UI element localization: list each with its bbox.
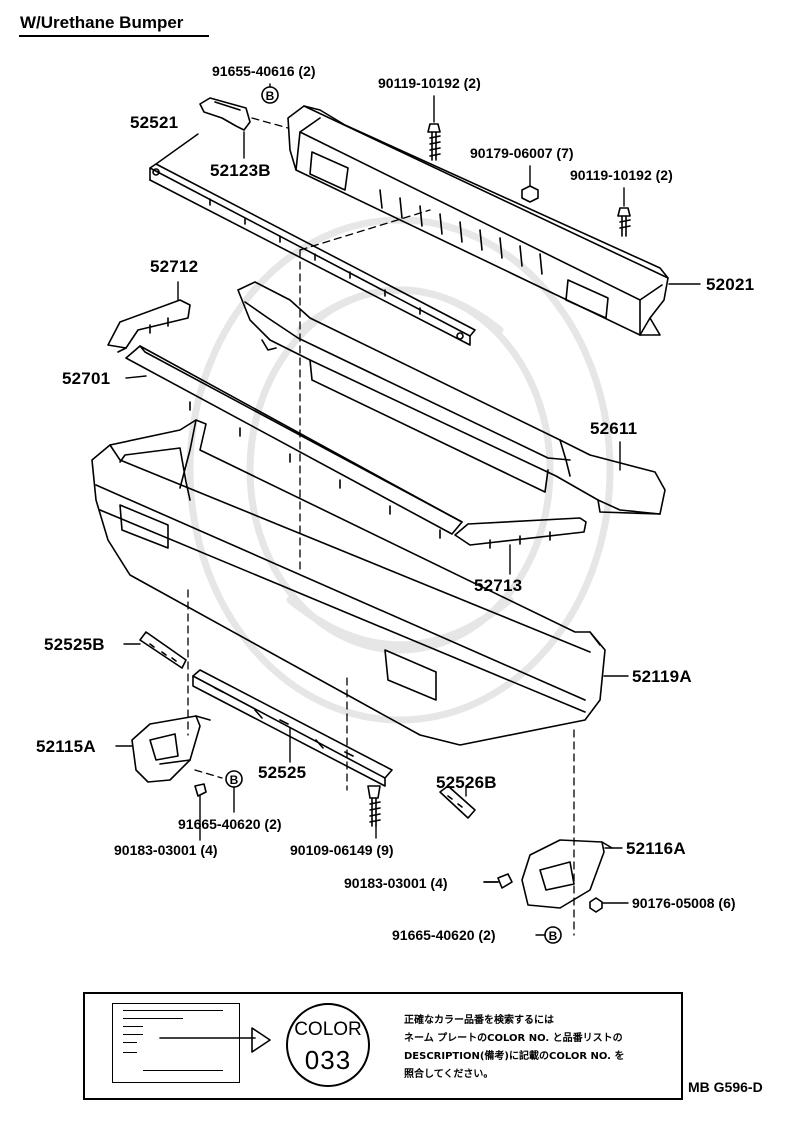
clip-icon [483, 873, 513, 889]
part-label: 91665-40620 (2) [392, 927, 496, 943]
screw-icon [367, 785, 381, 827]
svg-text:B: B [549, 929, 558, 943]
part-label: 90119-10192 (2) [378, 75, 481, 91]
part-label: 90119-10192 (2) [570, 167, 673, 183]
bracket-52525b [139, 631, 187, 669]
svg-text:B: B [230, 773, 239, 787]
note-line: ネーム プレートのCOLOR NO. と品番リストの [404, 1033, 623, 1044]
nut-icon [521, 185, 539, 203]
reinforcement-52021 [287, 105, 669, 336]
page-title: W/Urethane Bumper [20, 13, 184, 32]
part-label: 52525 [258, 763, 307, 782]
color-number: 033 [304, 1045, 352, 1075]
retainer-52525 [192, 669, 393, 787]
clip-icon [194, 783, 207, 797]
part-label: 52119A [632, 667, 692, 686]
b-callout-icon: B [544, 926, 562, 944]
guide-lines [187, 117, 575, 936]
part-label: 90183-03001 (4) [114, 842, 218, 858]
part-label: 52526B [436, 773, 497, 792]
part-label: 52525B [44, 635, 105, 654]
part-label: 90109-06149 (9) [290, 842, 394, 858]
part-label: 52123B [210, 161, 271, 180]
part-label: 52611 [590, 419, 638, 438]
part-label: 90179-06007 (7) [470, 145, 574, 161]
part-label: 52116A [626, 839, 686, 858]
part-label: 90183-03001 (4) [344, 875, 448, 891]
color-note-box [83, 992, 683, 1100]
part-label: 52021 [706, 275, 755, 294]
nut-icon [589, 897, 603, 913]
screw-icon [617, 207, 631, 237]
diagram-code: MB G596-D [688, 1079, 763, 1095]
part-label: 52521 [130, 113, 179, 132]
part-label: 52701 [62, 369, 111, 388]
part-label: 52115A [36, 737, 96, 756]
b-callout-icon: B [261, 86, 279, 104]
stay-52116a [521, 839, 613, 909]
bracket-52123b [199, 97, 251, 131]
part-label: 90176-05008 (6) [632, 895, 736, 911]
color-word: COLOR [294, 1019, 362, 1040]
part-label: 91665-40620 (2) [178, 816, 282, 832]
part-label: 52712 [150, 257, 199, 276]
b-callout-icon: B [225, 770, 243, 788]
part-label: 91655-40616 (2) [212, 63, 316, 79]
title-underline [19, 35, 209, 37]
note-line: DESCRIPTION(備考)に記載のCOLOR NO. を [404, 1051, 625, 1062]
bracket-52526b [439, 785, 476, 819]
note-line: 照合してください。 [404, 1069, 494, 1080]
note-line: 正確なカラー品番を検索するには [404, 1015, 554, 1026]
color-number-badge: COLOR 033 [286, 1003, 370, 1087]
molding-52712 [107, 299, 191, 353]
bumper-cover-52119a [91, 419, 606, 746]
stay-52115a [131, 715, 211, 783]
name-plate-illustration [112, 1003, 240, 1083]
molding-52713 [454, 517, 587, 549]
molding-52701 [125, 345, 463, 539]
svg-text:B: B [266, 89, 275, 103]
molding-52611 [237, 281, 666, 515]
watermark-logo [186, 216, 614, 724]
screw-icon [427, 123, 441, 161]
part-label: 52713 [474, 576, 523, 595]
leader-lines [115, 83, 701, 936]
retainer-52521 [149, 163, 476, 346]
